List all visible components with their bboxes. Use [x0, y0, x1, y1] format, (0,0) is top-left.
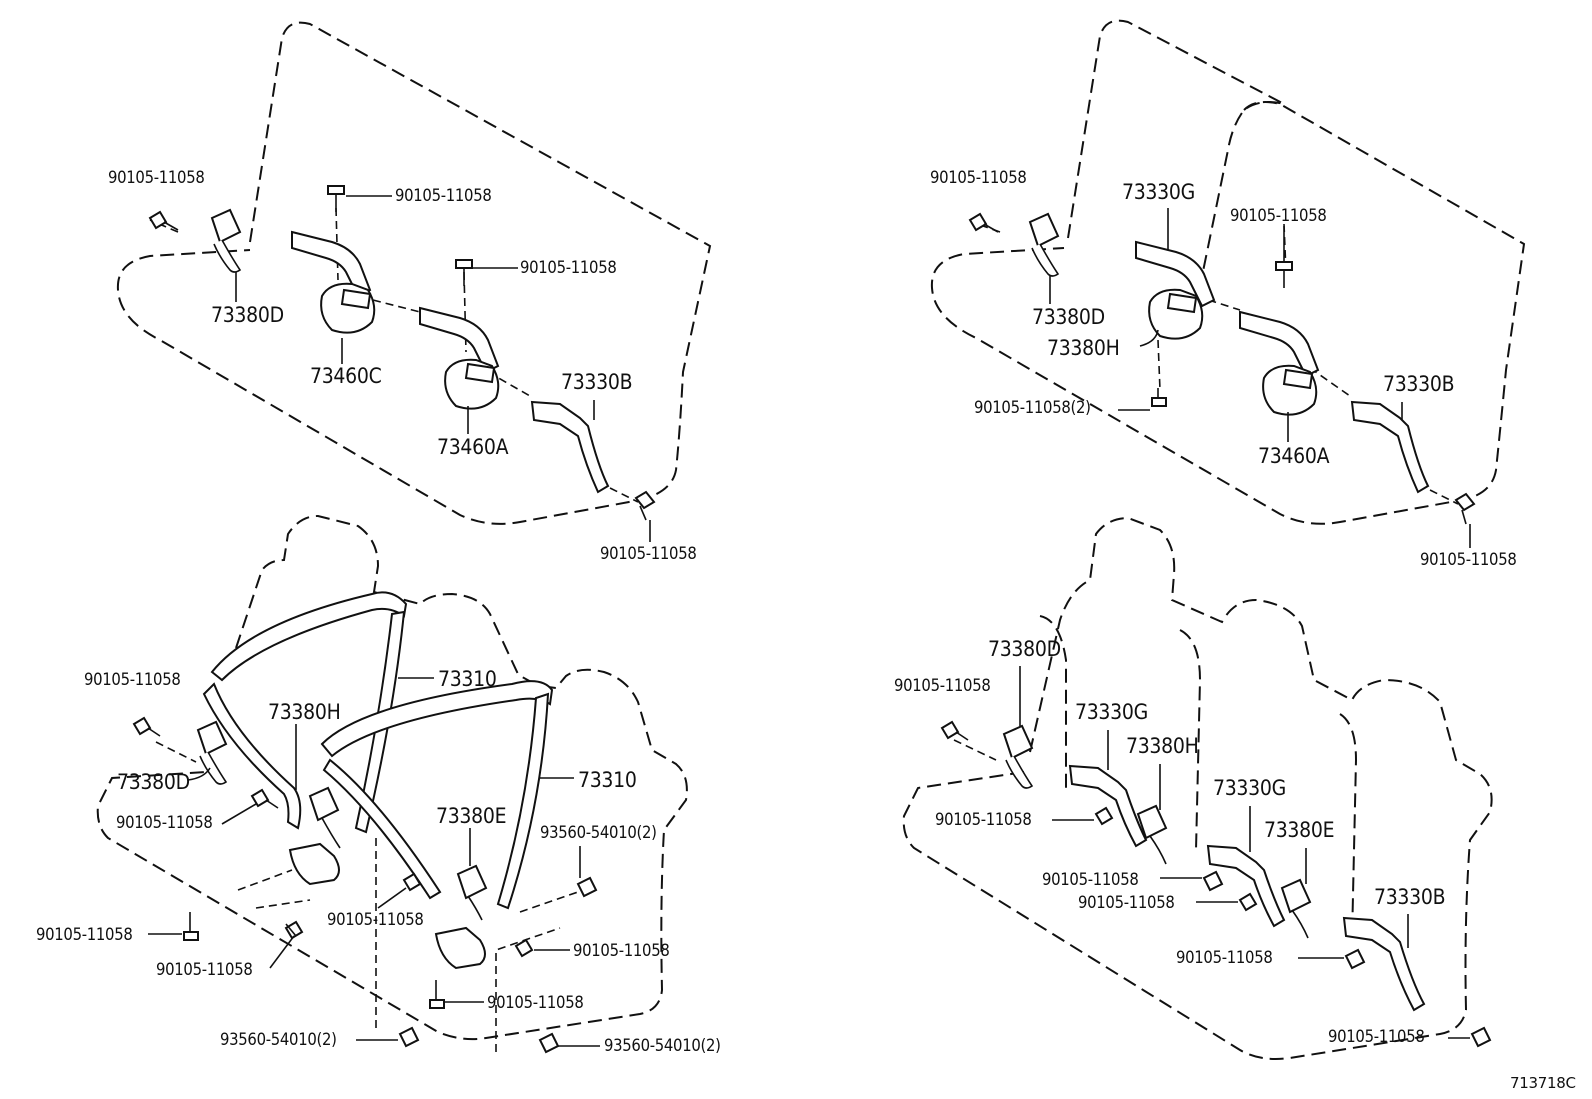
- part-label-top-left: 90105-11058: [520, 258, 617, 277]
- part-label-bottom-right: 90105-11058: [1328, 1027, 1425, 1046]
- part-label-bottom-right: 90105-11058: [1078, 893, 1175, 912]
- part-label-bottom-right: 73380H: [1126, 734, 1199, 758]
- part-label-bottom-right: 90105-11058: [894, 676, 991, 695]
- part-label-bottom-left: 93560-54010(2): [540, 823, 657, 842]
- part-label-top-left: 73460C: [310, 364, 382, 388]
- part-label-bottom-left: 93560-54010(2): [604, 1036, 721, 1055]
- top-left-seat-outline: [116, 21, 712, 525]
- part-label-bottom-left: 90105-11058: [573, 941, 670, 960]
- part-label-bottom-left: 73310: [438, 667, 497, 691]
- part-label-bottom-right: 73380D: [988, 637, 1061, 661]
- top-left-leaders: [235, 195, 651, 542]
- part-label-bottom-left: 90105-11058: [156, 960, 253, 979]
- part-label-bottom-right: 73380E: [1264, 818, 1335, 842]
- part-label-bottom-left: 90105-11058: [84, 670, 181, 689]
- part-label-top-left: 73460A: [437, 435, 509, 459]
- diagram-id: 713718C: [1510, 1074, 1576, 1092]
- part-label-top-left: 90105-11058: [108, 168, 205, 187]
- part-label-top-left: 90105-11058: [395, 186, 492, 205]
- bottom-left-leaders: [148, 677, 600, 1047]
- part-label-bottom-right: 73330B: [1374, 885, 1446, 909]
- top-right-leaders: [1049, 208, 1471, 548]
- bottom-right-parts: [940, 720, 1492, 1048]
- part-label-top-right: 73330G: [1122, 180, 1195, 204]
- part-label-top-right: 73460A: [1258, 444, 1330, 468]
- bottom-right-seat-outline: [902, 516, 1493, 1060]
- part-label-bottom-left: 73380E: [436, 804, 507, 828]
- part-label-bottom-left: 93560-54010(2): [220, 1030, 337, 1049]
- bottom-left-parts: [132, 591, 598, 1054]
- part-label-bottom-left: 73310: [578, 768, 637, 792]
- part-label-bottom-left: 90105-11058: [36, 925, 133, 944]
- bottom-right-leaders: [1019, 666, 1470, 1039]
- part-label-top-right: 73330B: [1383, 372, 1455, 396]
- part-label-bottom-right: 90105-11058: [1042, 870, 1139, 889]
- part-label-top-right: 73380D: [1032, 305, 1105, 329]
- part-label-top-right: 73380H: [1047, 336, 1120, 360]
- part-label-top-left: 73380D: [211, 303, 284, 327]
- part-label-bottom-left: 73380D: [117, 770, 190, 794]
- part-label-top-right: 90105-11058(2): [974, 398, 1091, 417]
- part-label-bottom-right: 90105-11058: [1176, 948, 1273, 967]
- part-label-top-left: 90105-11058: [600, 544, 697, 563]
- part-label-top-right: 90105-11058: [930, 168, 1027, 187]
- part-label-top-left: 73330B: [561, 370, 633, 394]
- part-label-bottom-left: 90105-11058: [327, 910, 424, 929]
- part-label-bottom-right: 73330G: [1213, 776, 1286, 800]
- part-label-bottom-left: 90105-11058: [487, 993, 584, 1012]
- part-label-bottom-left: 90105-11058: [116, 813, 213, 832]
- top-left-parts: [148, 185, 656, 521]
- part-label-bottom-left: 73380H: [268, 700, 341, 724]
- bottom-left-seat-outline: [96, 514, 688, 1052]
- top-right-parts: [968, 212, 1476, 525]
- part-label-bottom-right: 90105-11058: [935, 810, 1032, 829]
- part-label-bottom-right: 73330G: [1075, 700, 1148, 724]
- top-right-seat-outline: [930, 19, 1526, 525]
- part-label-top-right: 90105-11058: [1230, 206, 1327, 225]
- part-label-top-right: 90105-11058: [1420, 550, 1517, 569]
